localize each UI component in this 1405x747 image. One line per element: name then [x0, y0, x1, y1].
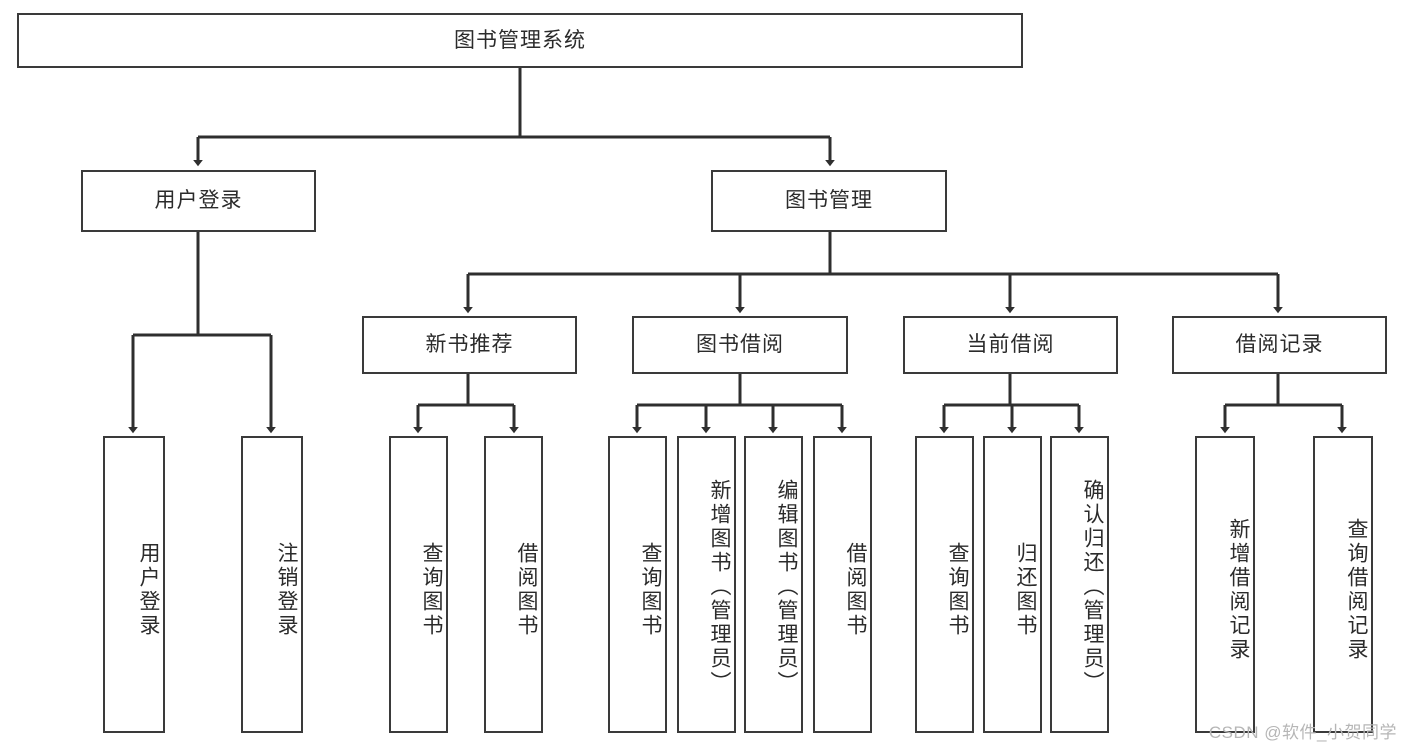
node-leaf-edit-book[interactable]: 编辑图书（管理员）	[744, 436, 803, 733]
node-current-borrow[interactable]: 当前借阅	[903, 316, 1118, 374]
node-leaf-add-book-label: 新增图书（管理员）	[708, 478, 731, 695]
node-leaf-user-logout-label: 注销登录	[275, 541, 298, 638]
node-leaf-borrow-book-1-label: 借阅图书	[515, 541, 538, 638]
node-leaf-query-record-label: 查询借阅记录	[1345, 517, 1368, 662]
node-borrow-record-label: 借阅记录	[1235, 333, 1324, 357]
node-root[interactable]: 图书管理系统	[17, 13, 1023, 68]
node-borrow-record[interactable]: 借阅记录	[1172, 316, 1387, 374]
node-leaf-borrow-book-2[interactable]: 借阅图书	[813, 436, 872, 733]
node-leaf-add-record-label: 新增借阅记录	[1227, 517, 1250, 662]
node-user-login-label: 用户登录	[154, 189, 243, 213]
csdn-watermark: CSDN @软件_小贺同学	[1208, 723, 1397, 742]
node-book-manage[interactable]: 图书管理	[711, 170, 947, 232]
node-book-borrow[interactable]: 图书借阅	[632, 316, 848, 374]
node-leaf-return-book[interactable]: 归还图书	[983, 436, 1042, 733]
node-new-book-rec-label: 新书推荐	[425, 333, 514, 357]
node-leaf-user-login-label: 用户登录	[137, 541, 160, 638]
node-leaf-query-book-2-label: 查询图书	[639, 541, 662, 638]
node-leaf-query-book-1-label: 查询图书	[420, 541, 443, 638]
node-leaf-query-record[interactable]: 查询借阅记录	[1313, 436, 1373, 733]
node-leaf-query-book-2[interactable]: 查询图书	[608, 436, 667, 733]
node-current-borrow-label: 当前借阅	[966, 333, 1055, 357]
node-new-book-rec[interactable]: 新书推荐	[362, 316, 577, 374]
node-leaf-borrow-book-2-label: 借阅图书	[844, 541, 867, 638]
node-leaf-edit-book-label: 编辑图书（管理员）	[775, 478, 798, 695]
node-leaf-add-record[interactable]: 新增借阅记录	[1195, 436, 1255, 733]
node-leaf-query-book-3-label: 查询图书	[946, 541, 969, 638]
node-leaf-confirm-return[interactable]: 确认归还（管理员）	[1050, 436, 1109, 733]
node-leaf-user-logout[interactable]: 注销登录	[241, 436, 303, 733]
node-leaf-query-book-1[interactable]: 查询图书	[389, 436, 448, 733]
node-leaf-borrow-book-1[interactable]: 借阅图书	[484, 436, 543, 733]
node-leaf-user-login[interactable]: 用户登录	[103, 436, 165, 733]
node-leaf-confirm-return-label: 确认归还（管理员）	[1081, 478, 1104, 695]
node-user-login[interactable]: 用户登录	[81, 170, 316, 232]
node-leaf-add-book[interactable]: 新增图书（管理员）	[677, 436, 736, 733]
node-leaf-query-book-3[interactable]: 查询图书	[915, 436, 974, 733]
node-leaf-return-book-label: 归还图书	[1014, 541, 1037, 638]
node-book-borrow-label: 图书借阅	[696, 333, 784, 357]
node-root-label: 图书管理系统	[454, 28, 586, 52]
node-book-manage-label: 图书管理	[785, 189, 873, 213]
